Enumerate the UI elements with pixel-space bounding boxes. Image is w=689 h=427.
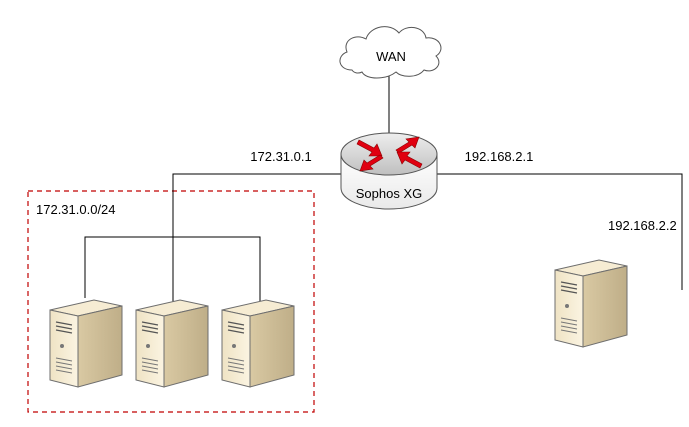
remote-host-ip: 192.168.2.2 <box>608 218 677 233</box>
server-icon <box>49 299 123 388</box>
lan-bus <box>84 236 261 302</box>
lan-link <box>172 173 341 308</box>
server-icon <box>221 299 295 388</box>
router-arrows-icon <box>356 136 423 172</box>
wan-label: WAN <box>376 49 406 64</box>
remote-link <box>437 173 683 290</box>
router-label: Sophos XG <box>356 186 423 201</box>
connection-lines <box>84 76 683 308</box>
wan-cloud: WAN <box>339 26 442 79</box>
router-top-icon <box>340 132 438 176</box>
subnet-label: 172.31.0.0/24 <box>36 202 116 217</box>
remote-gateway-ip: 192.168.2.1 <box>465 149 534 164</box>
router-device: Sophos XG <box>340 132 438 210</box>
lan-gateway-ip: 172.31.0.1 <box>250 149 311 164</box>
subnet-frame <box>27 190 315 413</box>
remote-server-icon <box>554 259 628 348</box>
server-icon <box>135 299 209 388</box>
cloud-icon <box>339 26 442 79</box>
lan-servers <box>49 299 295 388</box>
